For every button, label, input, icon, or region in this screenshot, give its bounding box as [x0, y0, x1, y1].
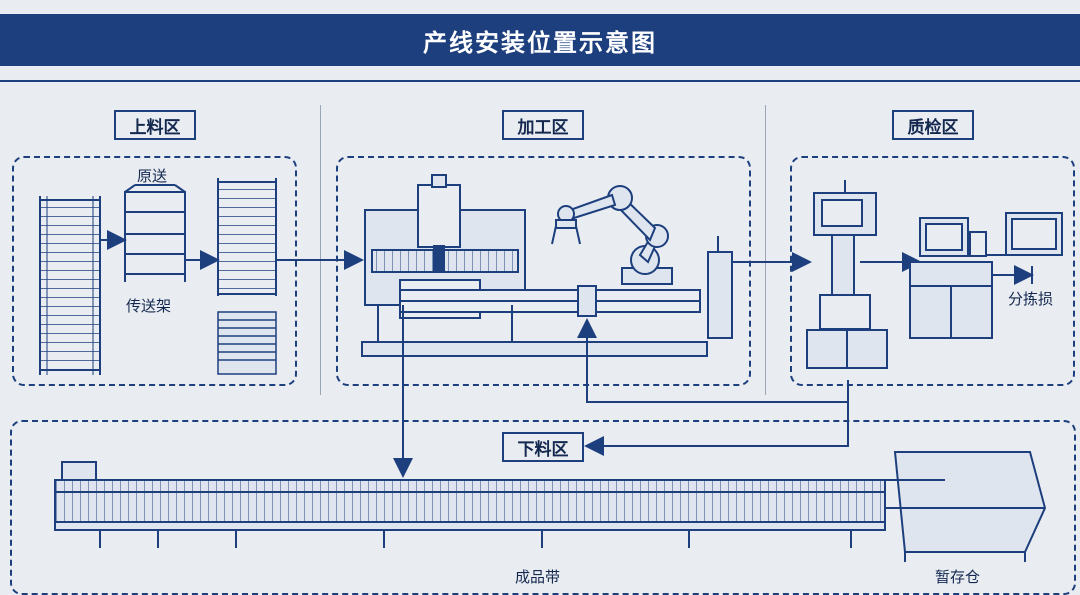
- loading-rack-right: [217, 178, 277, 296]
- label-conveyor-rack: 传送架: [126, 297, 172, 315]
- divider-right: [765, 105, 766, 395]
- inspection-station: [806, 180, 888, 369]
- robot-arm: [551, 185, 673, 285]
- inspection-zone-tag: 质检区: [892, 110, 974, 140]
- feed-shelf-cart: [124, 184, 186, 282]
- label-sort-damage: 分拣损: [1008, 290, 1054, 308]
- divider-left: [320, 105, 321, 395]
- stacked-plates: [217, 311, 277, 375]
- machining-zone-tag: 加工区: [502, 110, 584, 140]
- sorting-terminal: [909, 212, 1063, 339]
- title-banner: 产线安装位置示意图: [0, 14, 1080, 66]
- transfer-slide: [577, 236, 733, 339]
- product-conveyor: [54, 461, 886, 548]
- unloading-zone-tag: 下料区: [502, 432, 584, 462]
- label-product-belt: 成品带: [515, 568, 561, 586]
- banner-underline: [0, 80, 1080, 82]
- loading-zone-frame: [12, 156, 297, 386]
- loading-zone-tag: 上料区: [114, 110, 196, 140]
- label-raw-feed: 原送: [137, 167, 168, 185]
- loading-rack-left: [39, 196, 101, 375]
- inspection-zone-frame: [790, 156, 1075, 386]
- temp-storage-bin: [885, 451, 1047, 562]
- cnc-machine: [361, 174, 708, 357]
- label-temp-storage: 暂存仓: [935, 568, 981, 586]
- page-title: 产线安装位置示意图: [423, 28, 657, 57]
- machining-zone-frame: [336, 156, 751, 386]
